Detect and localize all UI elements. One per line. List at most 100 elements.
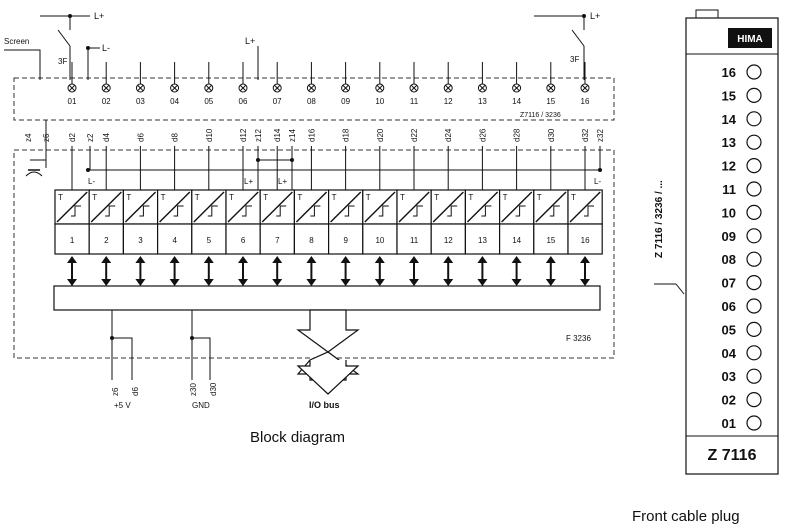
fuse-label-right: 3F (570, 55, 579, 64)
channel-t-label: T (126, 193, 131, 202)
screen-label: Screen (4, 37, 29, 46)
terminal-label: 10 (375, 97, 384, 106)
pin-label-d16: d16 (307, 128, 316, 142)
plug-row-09: 09 (722, 228, 762, 244)
terminal-label: 04 (170, 97, 179, 106)
channel-arrow (511, 256, 522, 286)
channel-number: 13 (478, 236, 487, 245)
screen-ground (30, 159, 47, 168)
channel-arrow (580, 256, 590, 286)
lminus-label-left: L- (88, 177, 95, 186)
channel-number: 9 (343, 236, 348, 245)
channel-box (396, 223, 432, 255)
fuse-label-left: 3F (58, 57, 67, 66)
pin-label-d10: d10 (205, 128, 214, 142)
terminal-15 (546, 62, 556, 93)
plug-socket (746, 64, 762, 80)
terminal-label: 06 (239, 97, 248, 106)
lplus-label-left: L+ (94, 11, 104, 21)
io-bus-label: I/O bus (309, 400, 340, 410)
plug-number: 01 (722, 416, 736, 431)
channel-t-label: T (332, 193, 337, 202)
terminal-16 (580, 62, 590, 93)
channel-t-label: T (503, 193, 508, 202)
plug-socket (746, 321, 762, 337)
terminal-12 (443, 62, 453, 93)
pin-label-d24: d24 (444, 128, 453, 142)
channel-arrow (374, 256, 385, 286)
plug-row-04: 04 (722, 345, 762, 361)
channel-isolator (88, 189, 124, 225)
channel-box (464, 223, 501, 255)
gnd-pin-d30: d30 (209, 382, 218, 396)
plug-number: 02 (722, 393, 736, 408)
channel-number: 11 (410, 236, 419, 245)
plug-socket (746, 228, 762, 244)
channel-t-label: T (571, 193, 576, 202)
channel-isolator (191, 189, 227, 225)
plug-socket (746, 87, 762, 104)
plug-logo: HIMA (737, 34, 763, 45)
terminal-01 (67, 62, 77, 93)
plug-number: 10 (722, 205, 736, 220)
plug-row-02: 02 (722, 392, 762, 408)
channel-number: 10 (375, 236, 384, 245)
plug-socket (746, 392, 762, 408)
terminal-03 (135, 62, 145, 93)
plug-number: 05 (722, 322, 736, 337)
pin-label-d4: d4 (102, 133, 111, 142)
pin-label-d2: d2 (68, 133, 77, 142)
terminal-02 (101, 62, 111, 93)
channel-arrow (238, 256, 248, 286)
plug-connector-tick (675, 283, 685, 295)
pin-label-d14: d14 (273, 128, 282, 142)
pin-label-d18: d18 (342, 128, 351, 142)
channel-arrow (443, 256, 454, 286)
terminal-label: 02 (102, 97, 111, 106)
plug-number: 12 (722, 159, 736, 174)
channel-arrow (101, 256, 112, 286)
channel-isolator (293, 189, 330, 225)
gnd-split (192, 337, 211, 380)
gnd-pin-z30: z30 (189, 383, 198, 396)
channel-t-label: T (229, 193, 234, 202)
channel-box (293, 223, 330, 255)
channel-box (191, 223, 227, 255)
lplus-label-mid: L+ (245, 36, 255, 46)
channel-isolator (157, 189, 193, 225)
terminal-label: 12 (444, 97, 453, 106)
plug-socket (746, 158, 762, 174)
terminal-08 (306, 62, 316, 93)
channel-isolator (54, 189, 90, 225)
terminal-strip-frame (13, 77, 615, 121)
model-label: Z7116 / 3236 (520, 112, 561, 119)
block-diagram-caption: Block diagram (250, 429, 345, 446)
channel-number: 2 (104, 236, 109, 245)
switch-left-blade (57, 29, 71, 47)
channel-arrow (169, 256, 180, 286)
plug-body (685, 17, 779, 475)
channel-number: 12 (444, 236, 453, 245)
plug-number: 03 (722, 369, 736, 384)
channel-t-label: T (92, 193, 97, 202)
channel-arrow (67, 256, 77, 286)
channel-box (157, 223, 193, 255)
plug-row-01: 01 (722, 415, 762, 431)
terminal-label: 16 (581, 97, 590, 106)
plug-row-13: 13 (722, 134, 762, 150)
terminal-09 (341, 62, 351, 93)
channel-arrow (203, 256, 214, 286)
gnd-node (190, 336, 194, 340)
plug-model: Z 7116 (708, 447, 757, 464)
terminal-04 (170, 62, 180, 93)
gnd-label: GND (192, 401, 210, 410)
channel-arrow (545, 256, 556, 286)
lminus-label-top: L- (102, 43, 110, 53)
channel-number: 6 (241, 236, 246, 245)
channel-box (54, 223, 90, 255)
pin-label-z4: z4 (24, 133, 33, 142)
plug-row-16: 16 (722, 64, 762, 80)
lplus-label-ch7: L+ (278, 177, 287, 186)
plug-number: 11 (722, 182, 736, 197)
terminal-label: 03 (136, 97, 145, 106)
